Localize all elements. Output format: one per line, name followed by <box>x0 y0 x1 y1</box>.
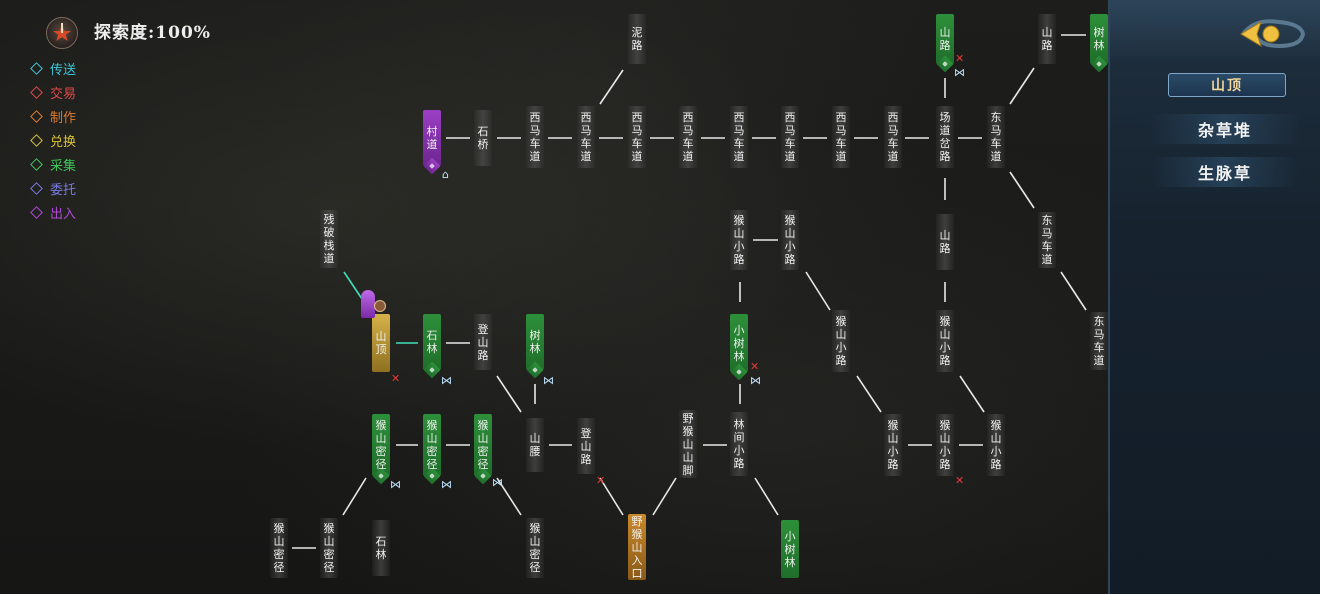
player-location-icon <box>361 290 375 318</box>
blocked-x-icon: ✕ <box>596 474 606 487</box>
gate-icon: ⋈ <box>954 66 965 79</box>
teleport-icon: ⌂ <box>442 168 449 181</box>
map-node-shulin-center[interactable]: 树林 <box>526 314 544 379</box>
legend-exchange[interactable]: 兑换 <box>28 128 76 152</box>
map-node-xmcd-7[interactable]: 西马车道 <box>832 106 850 168</box>
map-node-xmcd-6[interactable]: 西马车道 <box>781 106 799 168</box>
legend-exit[interactable]: 出入 <box>28 200 76 224</box>
gate-icon: ⋈ <box>543 374 554 387</box>
legend-craft[interactable]: 制作 <box>28 104 76 128</box>
map-node-dengshan-1[interactable]: 登山路 <box>474 314 492 370</box>
map-node-canpo-zhandao[interactable]: 残破栈道 <box>320 210 338 268</box>
panel-header <box>1110 0 1320 64</box>
map-node-dmcd-1[interactable]: 东马车道 <box>987 106 1005 168</box>
map-node-hsmj-1[interactable]: 猴山密径 <box>372 414 390 485</box>
location-side-panel: 山顶 杂草堆 生脉草 <box>1108 0 1320 594</box>
map-node-yehoushan-rukou[interactable]: 野猴山入口 <box>628 514 646 580</box>
map-node-yehoushan-shanjiao[interactable]: 野猴山山脚 <box>679 410 697 478</box>
map-node-cundao[interactable]: 村道 <box>423 110 441 175</box>
back-button[interactable] <box>1234 14 1310 54</box>
map-node-shanding-current[interactable]: 山顶 <box>372 314 390 372</box>
resource-item-herb[interactable]: 生脉草 <box>1150 157 1300 187</box>
map-node-hsmj-2[interactable]: 猴山密径 <box>423 414 441 485</box>
map-node-shiqiao[interactable]: 石桥 <box>474 110 492 166</box>
gate-icon: ⋈ <box>750 374 761 387</box>
map-node-shanyao[interactable]: 山腰 <box>526 418 544 472</box>
map-node-xmcd-5[interactable]: 西马车道 <box>730 106 748 168</box>
craft-diamond-icon <box>30 109 43 123</box>
map-node-shilin-1[interactable]: 石林 <box>423 314 441 379</box>
back-arrow-icon <box>1240 19 1306 49</box>
exploration-value: 100% <box>155 23 211 43</box>
exchange-diamond-icon <box>30 133 43 147</box>
exploration-progress: 探索度:100% <box>94 18 211 43</box>
map-node-hsxl-6[interactable]: 猴山小路 <box>936 414 954 476</box>
map-legend: 传送 交易 制作 兑换 采集 委托 出入 <box>28 56 76 224</box>
legend-commission[interactable]: 委托 <box>28 176 76 200</box>
map-node-shilin-2[interactable]: 石林 <box>372 520 390 576</box>
gate-icon: ⋈ <box>492 476 503 489</box>
map-node-shanlu-mid[interactable]: 山路 <box>936 214 954 270</box>
faction-emblem-icon <box>46 17 78 49</box>
gate-icon: ⋈ <box>441 374 452 387</box>
legend-gather[interactable]: 采集 <box>28 152 76 176</box>
blocked-x-icon: ✕ <box>750 360 760 373</box>
map-node-xmcd-3[interactable]: 西马车道 <box>628 106 646 168</box>
map-node-hsmj-5[interactable]: 猴山密径 <box>320 518 338 578</box>
gather-diamond-icon <box>30 157 43 171</box>
exploration-label: 探索度: <box>94 23 156 43</box>
map-node-xmcd-1[interactable]: 西马车道 <box>526 106 544 168</box>
exit-diamond-icon <box>30 205 43 219</box>
commission-diamond-icon <box>30 181 43 195</box>
gate-icon: ⋈ <box>390 478 401 491</box>
trade-diamond-icon <box>30 85 43 99</box>
tab-current-location[interactable]: 山顶 <box>1168 73 1286 97</box>
map-node-shanlu-tr[interactable]: 山路 <box>1038 14 1056 64</box>
map-node-xmcd-2[interactable]: 西马车道 <box>577 106 595 168</box>
map-node-xmcd-8[interactable]: 西马车道 <box>884 106 902 168</box>
map-node-changdao-chalu[interactable]: 场道岔路 <box>936 106 954 168</box>
map-node-dengshan-2[interactable]: 登山路 <box>577 418 595 474</box>
world-map[interactable]: 泥路 村道 石桥 西马车道 西马车道 西马车道 西马车道 西马车道 西马车道 西… <box>0 0 1108 594</box>
map-node-xiaoshulin-2[interactable]: 小树林 <box>781 520 799 578</box>
map-node-hsxl-1[interactable]: 猴山小路 <box>730 210 748 270</box>
legend-teleport[interactable]: 传送 <box>28 56 76 80</box>
map-node-xiaoshulin-1[interactable]: 小树林 <box>730 314 748 381</box>
map-node-hsmj-3[interactable]: 猴山密径 <box>474 414 492 485</box>
map-node-hsxl-5[interactable]: 猴山小路 <box>884 414 902 476</box>
npc-face-icon[interactable] <box>374 300 386 312</box>
blocked-x-icon: ✕ <box>391 372 401 385</box>
map-node-hsxl-3[interactable]: 猴山小路 <box>832 310 850 372</box>
map-node-hsxl-2[interactable]: 猴山小路 <box>781 210 799 270</box>
gate-icon: ⋈ <box>441 478 452 491</box>
map-node-hsmj-4[interactable]: 猴山密径 <box>270 518 288 578</box>
map-node-hsxl-7[interactable]: 猴山小路 <box>987 414 1005 476</box>
teleport-diamond-icon <box>30 61 43 75</box>
legend-trade[interactable]: 交易 <box>28 80 76 104</box>
blocked-x-icon: ✕ <box>955 474 965 487</box>
map-node-xmcd-4[interactable]: 西马车道 <box>679 106 697 168</box>
map-node-shanlu-top[interactable]: 山路 <box>936 14 954 73</box>
blocked-x-icon: ✕ <box>955 52 965 65</box>
map-node-shulin-tr[interactable]: 树林 <box>1090 14 1108 73</box>
map-node-linjian-xiaolu[interactable]: 林间小路 <box>730 412 748 476</box>
resource-item-weeds[interactable]: 杂草堆 <box>1150 114 1300 144</box>
map-paths <box>292 34 1087 549</box>
map-node-dmcd-3[interactable]: 东马车道 <box>1090 312 1108 370</box>
map-node-nilu[interactable]: 泥路 <box>628 14 646 64</box>
map-node-dmcd-2[interactable]: 东马车道 <box>1038 212 1056 268</box>
map-node-hsxl-4[interactable]: 猴山小路 <box>936 310 954 372</box>
map-node-hsmj-6[interactable]: 猴山密径 <box>526 518 544 578</box>
